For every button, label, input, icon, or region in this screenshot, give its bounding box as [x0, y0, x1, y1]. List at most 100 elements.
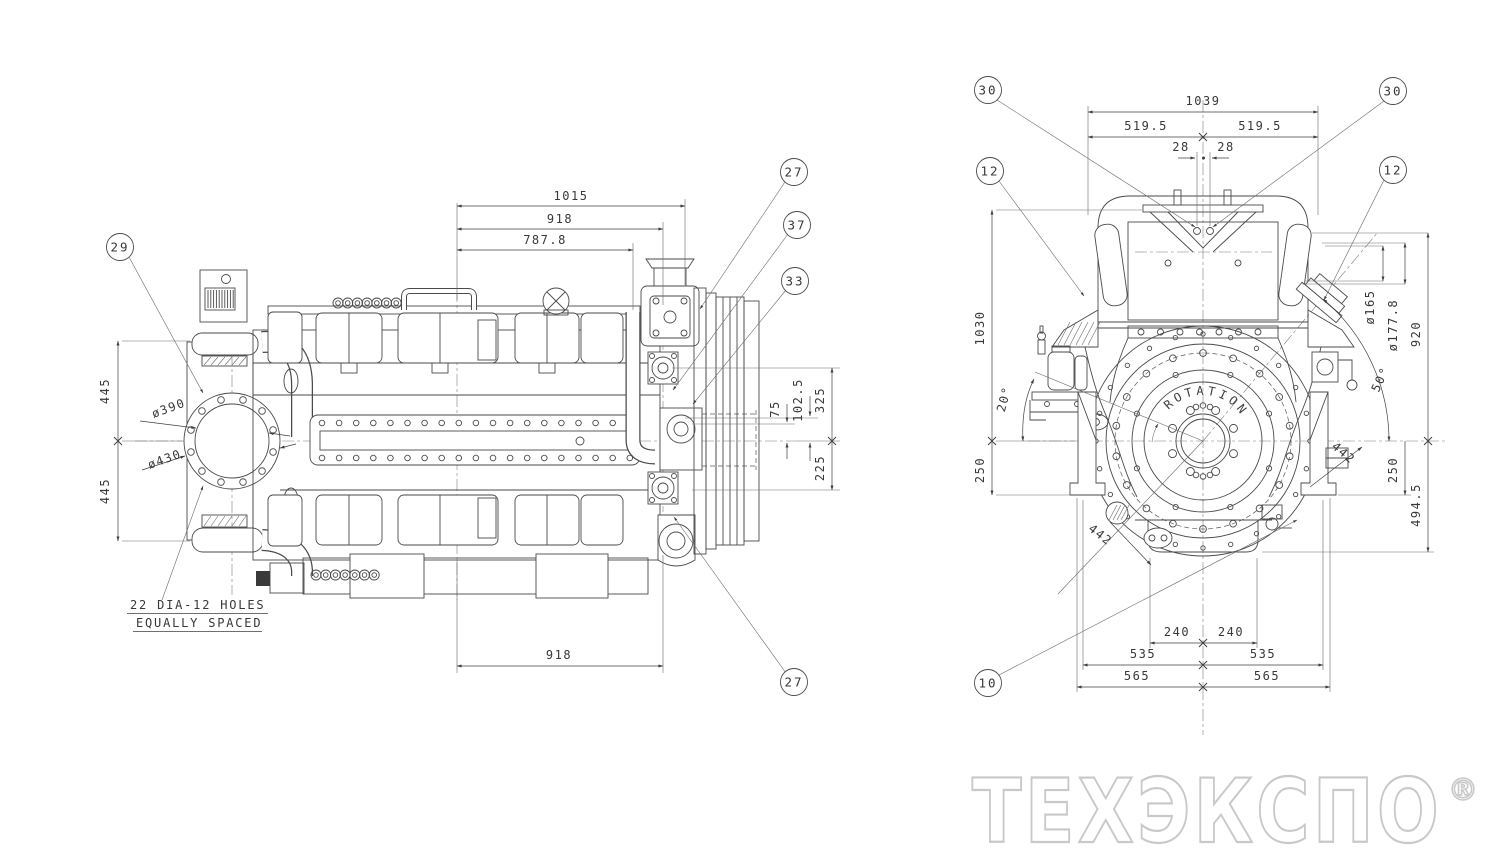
dim-1039: 1039 — [1186, 94, 1221, 108]
dim-250-right: 250 — [1386, 457, 1400, 483]
exhaust-axis-centerline — [1202, 231, 1379, 442]
balloon-37-label: 37 — [787, 218, 806, 233]
balloon-33 — [781, 267, 809, 295]
water-pump-lower — [647, 471, 679, 505]
engine-side-geometry — [183, 258, 760, 599]
dim-102-5: 102.5 — [791, 378, 805, 422]
dim-535-left: 535 — [1130, 647, 1156, 661]
end-view: ROTATION — [973, 76, 1448, 735]
turbo-outlet-elbow — [657, 514, 696, 567]
dia-177-8: ø177.8 — [1386, 299, 1400, 351]
balloon-30-right — [1379, 77, 1407, 105]
top-silencer — [191, 332, 259, 356]
side-extension-lines — [122, 199, 840, 673]
balloon-12-left — [976, 157, 1004, 185]
balloon-33-label: 33 — [785, 274, 804, 289]
rotation-arrow — [1151, 423, 1159, 443]
balloon-30-right-label: 30 — [1383, 84, 1402, 99]
dia-165: ø165 — [1363, 290, 1377, 325]
balloon-29 — [106, 233, 134, 261]
note-line-1: 22 DIA-12 HOLES — [130, 598, 265, 612]
balloon-30-left — [974, 76, 1002, 104]
dim-565-left: 565 — [1124, 669, 1150, 683]
note-line-2: EQUALLY SPACED — [136, 616, 262, 630]
dim-1015: 1015 — [554, 189, 589, 203]
dim-519-5-right: 519.5 — [1238, 119, 1282, 133]
dim-445-top: 445 — [98, 378, 112, 404]
dim-325: 325 — [813, 387, 827, 413]
dim-535-right: 535 — [1250, 647, 1276, 661]
drain-knob — [256, 571, 270, 586]
dim-787-8: 787.8 — [523, 233, 567, 247]
balloon-12-right-label: 12 — [1383, 163, 1402, 178]
dim-240-right: 240 — [1218, 625, 1244, 639]
balloon-10 — [974, 669, 1002, 697]
balloon-27-bottom-label: 27 — [784, 675, 803, 690]
side-balloons: 29 27 37 33 27 — [106, 158, 811, 696]
balloon-10-label: 10 — [978, 676, 997, 691]
dia-390: ø390 — [150, 396, 188, 421]
side-view: 1015 918 787.8 918 445 445 ø390 ø430 75 … — [98, 158, 840, 696]
dim-442-right: 442 — [1329, 439, 1358, 467]
flywheel-housing-plates — [693, 287, 760, 555]
dim-519-5-left: 519.5 — [1124, 119, 1168, 133]
turbocharger — [625, 258, 700, 465]
rocker-covers-top — [267, 311, 624, 374]
dim-75: 75 — [768, 400, 782, 417]
dim-918-bottom: 918 — [546, 648, 572, 662]
camshaft-cover-strip — [309, 414, 641, 466]
crossover-pipe — [401, 288, 477, 310]
dim-494-5: 494.5 — [1409, 483, 1423, 527]
dia-430: ø430 — [146, 447, 184, 472]
holes-note: 22 DIA-12 HOLES EQUALLY SPACED — [127, 485, 268, 632]
end-extension-lines — [996, 106, 1434, 692]
bottom-silencer — [191, 527, 264, 553]
left-pod — [1094, 223, 1128, 307]
dim-918-top: 918 — [547, 212, 573, 226]
balloon-27-top-label: 27 — [784, 165, 803, 180]
rocker-cover-face — [1127, 221, 1279, 321]
control-box — [199, 269, 248, 323]
top-cover-outline — [1097, 195, 1309, 322]
dim-920: 920 — [1409, 321, 1423, 347]
balloon-30-left-label: 30 — [978, 83, 997, 98]
right-pump — [1311, 351, 1358, 391]
angle-20: 20° — [994, 385, 1014, 414]
balloon-12-right — [1379, 156, 1407, 184]
balloon-37 — [783, 211, 811, 239]
filler-cap — [542, 287, 570, 316]
pto-coupling — [659, 407, 757, 471]
output-flange — [183, 392, 281, 490]
end-balloons: 30 30 12 12 10 — [974, 76, 1407, 697]
dim-1030: 1030 — [973, 311, 987, 346]
engine-mount-left — [1069, 391, 1106, 496]
oil-sump — [1105, 501, 1292, 553]
side-dimensions: 1015 918 787.8 918 445 445 ø390 ø430 75 … — [98, 189, 837, 668]
dim-442-left: 442 — [1086, 521, 1115, 548]
bottom-accessories — [256, 553, 649, 599]
watermark-registered-icon: ® — [1448, 773, 1478, 808]
angle-50: 50° — [1368, 364, 1392, 394]
balloon-27-bottom — [780, 668, 808, 696]
end-dimensions: 1039 519.5 519.5 28 28 1030 250 20° 442 — [973, 94, 1433, 692]
dim-445-bottom: 445 — [98, 478, 112, 504]
balloon-12-left-label: 12 — [980, 164, 999, 179]
balloon-27-top — [780, 158, 808, 186]
dim-240-left: 240 — [1164, 625, 1190, 639]
fuel-pipe-cluster-top — [332, 297, 402, 309]
dim-225: 225 — [813, 455, 827, 481]
flange-bolt-holes — [187, 396, 277, 486]
fuel-filter-assembly — [1029, 325, 1093, 421]
rocker-covers-bottom — [267, 494, 624, 547]
dim-250-left: 250 — [973, 457, 987, 483]
balloon-29-label: 29 — [110, 240, 129, 255]
dim-28-left: 28 — [1172, 140, 1189, 154]
dim-28-right: 28 — [1217, 140, 1234, 154]
crankshaft-hub — [1168, 402, 1238, 480]
left-shoulder — [1051, 309, 1099, 348]
dim-565-right: 565 — [1254, 669, 1280, 683]
engine-end-geometry: ROTATION — [1029, 189, 1358, 557]
watermark-text: ТЕХЭКСПО — [972, 760, 1442, 858]
watermark: ТЕХЭКСПО ® — [971, 759, 1479, 858]
